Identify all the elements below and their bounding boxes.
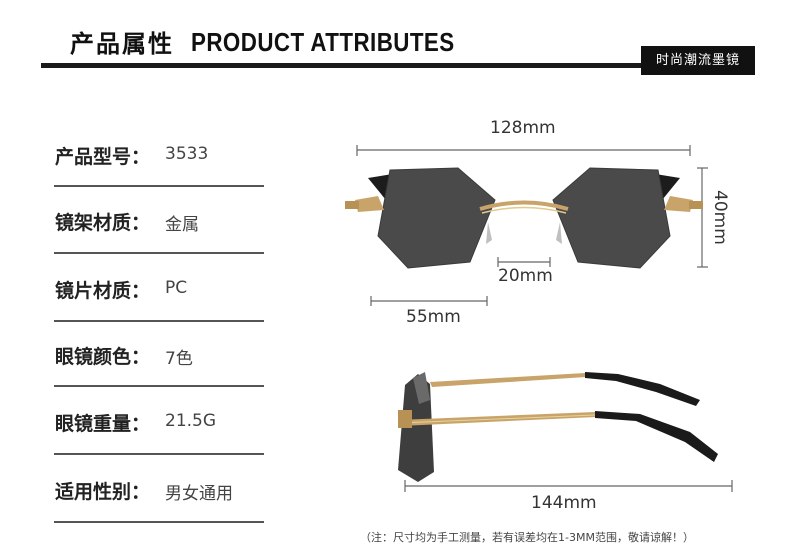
sunglasses-side-view (398, 372, 718, 482)
attribute-row-gender: 适用性别： 男女通用 (55, 477, 265, 509)
attribute-divider (54, 453, 264, 455)
attribute-row-color: 眼镜颜色： 7色 (55, 342, 265, 374)
attribute-label: 适用性别： (55, 481, 151, 503)
attribute-row-model: 产品型号： 3533 (55, 142, 265, 174)
lens-width-label: 55mm (406, 307, 461, 327)
lens-width-dimension-line (370, 296, 488, 306)
attribute-value: 7色 (165, 349, 193, 369)
attribute-label: 镜架材质： (55, 212, 151, 234)
page-title-cn: 产品属性 (70, 30, 174, 58)
measurement-note: （注：尺寸均为手工测量，若有误差均在1-3MM范围，敬请谅解！） (360, 531, 694, 544)
attribute-label: 眼镜颜色： (55, 346, 151, 368)
header-divider (41, 63, 750, 68)
height-label: 40mm (710, 190, 730, 245)
attribute-value: PC (165, 278, 188, 298)
attribute-value: 3533 (165, 144, 209, 164)
attribute-label: 产品型号： (55, 146, 151, 168)
attribute-row-frame-material: 镜架材质： 金属 (55, 208, 265, 240)
page-title-en: PRODUCT ATTRIBUTES (191, 27, 455, 57)
attribute-value: 21.5G (165, 411, 217, 431)
attribute-row-lens-material: 镜片材质： PC (55, 276, 265, 308)
attribute-value: 男女通用 (165, 484, 233, 504)
total-width-label: 128mm (490, 118, 556, 138)
temple-length-dimension-line (404, 480, 733, 492)
temple-length-label: 144mm (531, 493, 597, 513)
attribute-divider (54, 521, 264, 523)
attribute-row-weight: 眼镜重量： 21.5G (55, 409, 265, 441)
attribute-label: 镜片材质： (55, 280, 151, 302)
attribute-divider (54, 252, 264, 254)
bridge-width-label: 20mm (498, 266, 553, 286)
style-tag-badge: 时尚潮流墨镜 (641, 46, 755, 75)
attribute-divider (54, 185, 264, 187)
sunglasses-front-view (345, 167, 703, 269)
attribute-label: 眼镜重量： (55, 413, 151, 435)
bridge-dimension-line (497, 257, 551, 267)
width-dimension-line (356, 145, 691, 156)
attribute-value: 金属 (165, 215, 199, 235)
attribute-divider (54, 320, 264, 322)
height-dimension-line (697, 167, 708, 268)
attribute-divider (54, 385, 264, 387)
